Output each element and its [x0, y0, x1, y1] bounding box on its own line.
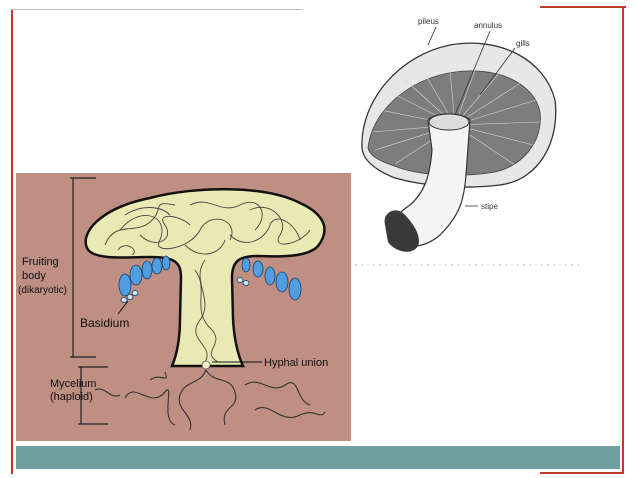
left-basidiomycete-diagram: Fruiting body (dikaryotic) Basidium Hyph…: [16, 173, 351, 441]
internal-hyphae: [104, 201, 311, 363]
right-pointer-lines: [427, 26, 516, 207]
pileus-label: pileus: [418, 17, 439, 26]
basidia-right-cluster: [236, 257, 302, 301]
annulus-ring: [428, 113, 470, 131]
stipe-shape: [390, 113, 471, 247]
right-mushroom-sketch: pileus annulus gills stipe: [355, 17, 580, 266]
frame-top-right-line: [540, 6, 626, 8]
annulus-label: annulus: [474, 21, 502, 30]
frame-top-gray-line: [11, 9, 303, 10]
mycelium-label-line2: (haploid): [50, 391, 93, 403]
frame-bottom-right-line: [540, 472, 624, 474]
footer-bar: [16, 446, 620, 469]
basidium-pointer: [117, 300, 129, 315]
mycelium-label-line1: Mycelium: [50, 378, 96, 390]
mycelium-hyphae: [94, 369, 326, 431]
fruiting-body-label-line1: Fruiting: [22, 256, 59, 268]
frame-top-left-line: [11, 9, 13, 474]
gills-label: gills: [516, 39, 530, 48]
basidium-label: Basidium: [80, 316, 129, 330]
hyphal-union-node: [201, 360, 211, 370]
stipe-base: [384, 210, 419, 252]
frame-right-line: [622, 6, 624, 474]
hyphal-union-label: Hyphal union: [264, 357, 328, 369]
fruiting-body-label-line2: body: [22, 270, 46, 282]
mycelium-bracket: [78, 366, 108, 425]
fruiting-body-label-line3: (dikaryotic): [18, 285, 67, 296]
basidia-left-cluster: [118, 255, 171, 303]
stipe-label: stipe: [481, 202, 498, 211]
fruiting-body-bracket: [70, 177, 96, 358]
fruiting-body-shape: [84, 187, 326, 368]
